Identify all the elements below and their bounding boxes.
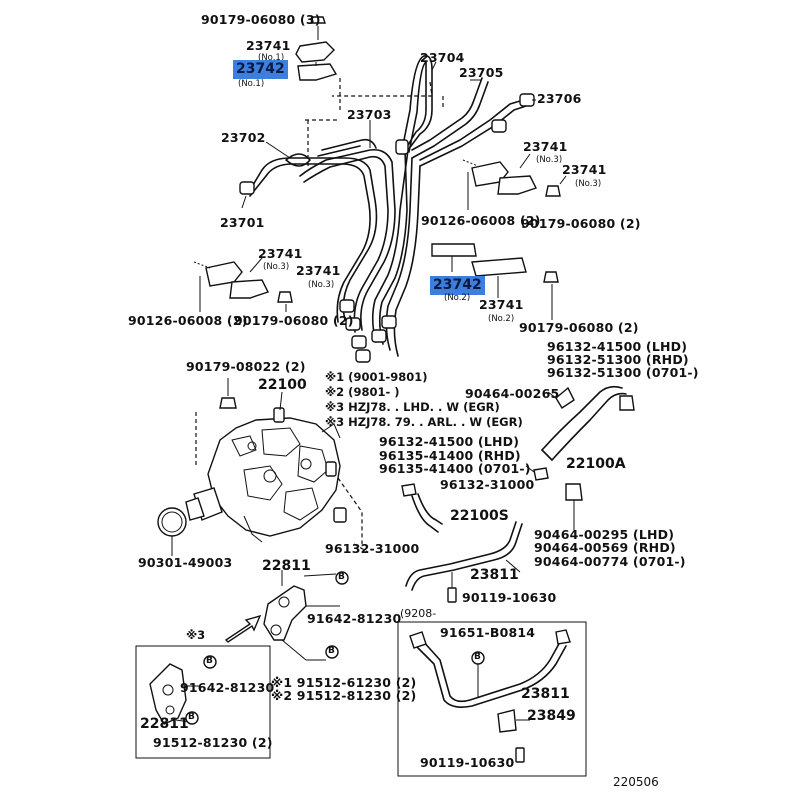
label-23741-left: 23741 [258,246,303,261]
label-90179-06080-mid: 90179-06080 (2) [519,320,639,335]
label-91651-b0814: 91651-B0814 [440,625,536,640]
label-90126-06008-left: 90126-06008 (2) [128,313,248,328]
note-2: ※2 (9801- ) [325,385,400,399]
label-90464-00569: 90464-00569 (RHD) [534,540,676,555]
label-90179-06080-right: 90179-06080 (2) [521,216,641,231]
inset-frame-right [397,621,587,777]
note-3a: ※3 HZJ78. . LHD. . W (EGR) [325,400,500,414]
bolt-marker-b-5: B [474,652,481,662]
label-96132-31000-b: 96132-31000 [325,541,420,556]
label-91512-61230: ※1 91512-61230 (2) [271,675,417,690]
note-3b: ※3 HZJ78. 79. . ARL. . W (EGR) [325,415,523,429]
label-no3-left-2: (No.3) [308,280,335,290]
bolt-marker-b-3: B [206,656,213,666]
label-91512-81230-b: 91512-81230 (2) [153,735,273,750]
injection-pump-drawing [185,407,347,543]
label-23741-left-2: 23741 [296,263,341,278]
label-23742-top: 23742 [233,60,288,79]
label-90179-06080-left: 90179-06080 (2) [234,313,354,328]
label-91642-81230-a: 91642-81230 [307,611,402,626]
label-23706: 23706 [537,91,582,106]
clips-no2-drawing [431,243,559,320]
label-96135-41400-rhd: 96135-41400 (RHD) [379,448,521,463]
label-23741-mid: 23741 [479,297,524,312]
label-22100: 22100 [258,377,307,393]
label-23741-right-2: 23741 [562,162,607,177]
label-23742-mid: 23742 [430,276,485,295]
bolt-marker-b-2: B [328,646,335,656]
label-90119-10630-b: 90119-10630 [420,755,515,770]
label-23702: 23702 [221,130,266,145]
label-96135-41400-0701: 96135-41400 (0701-) [379,461,531,476]
label-23811-b: 23811 [521,686,570,702]
label-90301-49003: 90301-49003 [138,555,233,570]
label-no2-a: (No.2) [444,293,471,303]
label-23849: 23849 [527,708,576,724]
label-96132-31000-a: 96132-31000 [440,477,535,492]
note-3c: ※3 [186,628,206,642]
label-90126-06008-right: 90126-06008 (2) [421,213,541,228]
clip-23741-no1-drawing [295,16,338,81]
label-91512-81230-a: ※2 91512-81230 (2) [271,688,417,703]
label-22811-b: 22811 [140,716,189,732]
label-23701: 23701 [220,215,265,230]
label-22100a: 22100A [566,456,626,472]
label-23703: 23703 [347,107,392,122]
clips-no3-right-drawing [462,153,567,210]
label-96132-51300-rhd: 96132-51300 (RHD) [547,352,689,367]
clips-no3-left-drawing [193,257,293,312]
label-96132-51300-0701: 96132-51300 (0701-) [547,365,699,380]
label-no3-left: (No.3) [263,262,290,272]
label-90179-06080-3: 90179-06080 (3) [201,12,321,27]
label-no2-b: (No.2) [488,314,515,324]
label-23704: 23704 [420,50,465,65]
pipe-23811-upper-drawing [405,521,523,591]
label-90179-08022: 90179-08022 (2) [186,359,306,374]
label-96132-41500-lhd: 96132-41500 (LHD) [547,339,688,354]
label-96132-41500-b: 96132-41500 (LHD) [379,434,520,449]
pipe-23811-inset-drawing [409,629,571,763]
hoses-drawing [401,385,635,533]
label-90464-00265: 90464-00265 [465,386,560,401]
bolt-marker-b-4: B [188,712,195,722]
label-23741-top: 23741 [246,38,291,53]
label-90464-00774: 90464-00774 (0701-) [534,554,686,569]
label-22100s: 22100S [450,508,509,524]
note-1: ※1 (9001-9801) [325,370,428,384]
label-90119-10630-a: 90119-10630 [462,590,557,605]
label-91642-81230-b: 91642-81230 [180,680,275,695]
bracket-22811-drawing [263,570,340,661]
label-23705: 23705 [459,65,504,80]
bolt-marker-b-1: B [338,572,345,582]
bolt-markers [185,571,485,725]
label-no1-a: (No.1) [258,53,285,63]
label-90464-00295: 90464-00295 (LHD) [534,527,675,542]
diagram-id: 220506 [613,775,659,789]
label-22811-a: 22811 [262,558,311,574]
label-no3-right-2: (No.3) [575,179,602,189]
label-no3-right: (No.3) [536,155,563,165]
injection-pipes-drawing [239,54,535,363]
label-9208: (9208- [400,607,437,620]
inset-frame-left [135,645,271,759]
label-no1-b: (No.1) [238,79,265,89]
label-23741-right: 23741 [523,139,568,154]
label-23811-a: 23811 [470,567,519,583]
